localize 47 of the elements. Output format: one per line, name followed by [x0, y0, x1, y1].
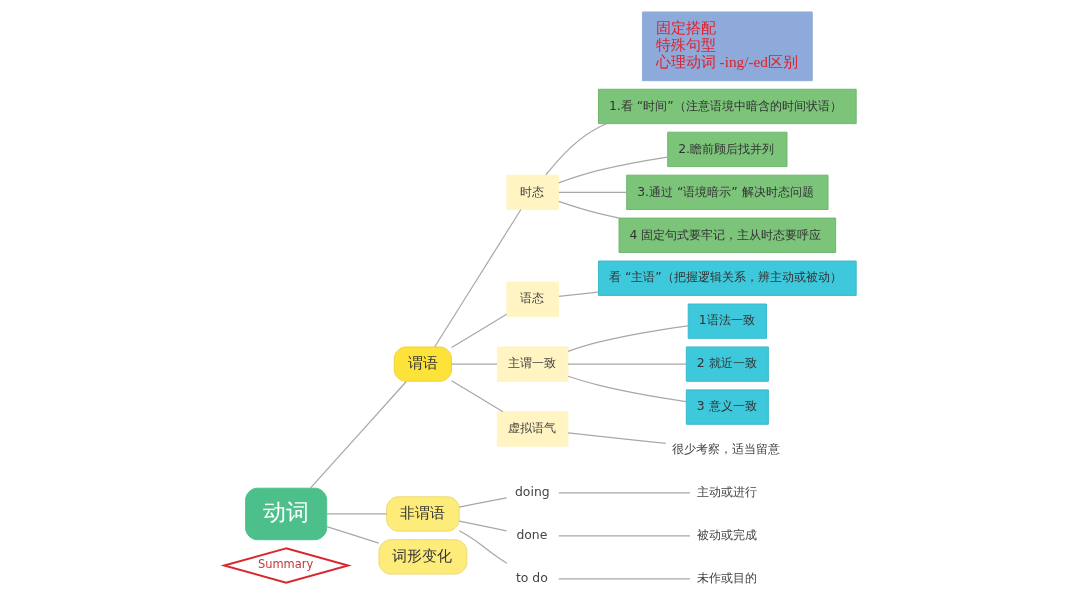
connector [567, 432, 667, 445]
connector [458, 530, 508, 564]
node-text: 未作或目的 [696, 570, 757, 586]
node-text: doing [514, 484, 550, 500]
connector [558, 200, 620, 219]
connector [558, 191, 628, 193]
connector [309, 380, 407, 489]
connector [567, 363, 687, 365]
node-box: 虚拟语气 [496, 411, 569, 447]
connector [545, 123, 608, 176]
node-text: 主动或进行 [696, 484, 757, 500]
node-box: 时态 [506, 174, 559, 210]
node-box: 主谓一致 [496, 346, 569, 382]
node-box: 4 固定句式要牢记，主从时态要呼应 [618, 217, 837, 253]
connector [558, 578, 691, 580]
node-box: 词形变化 [378, 539, 468, 575]
node-box: 2 就近一致 [685, 346, 769, 382]
node-text: to do [515, 570, 548, 586]
node-diamond: Summary [220, 547, 352, 584]
connector [567, 375, 687, 403]
connector [434, 208, 522, 348]
node-box: 谓语 [393, 346, 452, 382]
node-box: 看 “主语”（把握逻辑关系，辨主动或被动） [598, 260, 857, 296]
node-box: 语态 [506, 281, 559, 317]
connector [326, 513, 388, 515]
node-box: 非谓语 [386, 496, 460, 532]
connector [558, 291, 599, 298]
connector [451, 313, 508, 349]
connector [451, 380, 504, 413]
connector [567, 325, 689, 352]
connector [326, 526, 380, 544]
node-box: 3 意义一致 [685, 389, 769, 425]
node-text: 被动或完成 [696, 527, 757, 543]
node-text: done [516, 527, 548, 543]
node-box: 1.看 “时间”（注意语境中暗含的时间状语） [598, 88, 857, 125]
node-box: 1语法一致 [687, 303, 767, 339]
node-text: 很少考察，适当留意 [672, 441, 781, 457]
connector [558, 492, 691, 494]
node-box: 动词 [245, 487, 328, 541]
connector [558, 535, 691, 537]
connector [451, 363, 498, 365]
connector [557, 156, 668, 184]
node-box: 2.瞻前顾后找并列 [667, 131, 788, 168]
connector [458, 520, 508, 532]
node-box: 3.通过 “语境暗示” 解决时态问题 [626, 174, 829, 210]
node-box: 固定搭配 特殊句型 心理动词 -ing/-ed区别 [641, 11, 813, 82]
connector [458, 497, 508, 508]
